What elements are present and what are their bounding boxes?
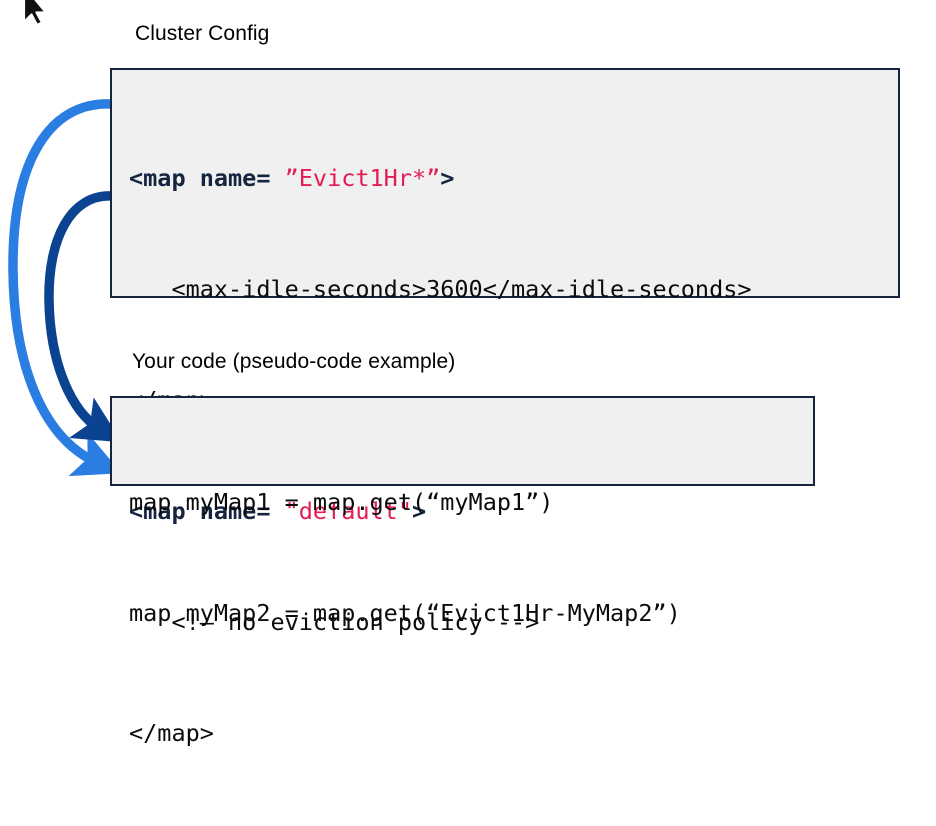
code-segment-plain: map myMap2 = map.get(“Evict1Hr-MyMap2”) (129, 599, 681, 627)
arrow-evict1hr-to-mymap2 (8, 99, 122, 477)
code-line: <max-idle-seconds>3600</max-idle-seconds… (129, 271, 898, 308)
code-segment-plain: <max-idle-seconds>3600</max-idle-seconds… (129, 275, 752, 303)
code-segment-string: ”Evict1Hr*” (284, 164, 441, 192)
your-code-code-block: map myMap1 = map.get(“myMap1”) map myMap… (110, 396, 815, 627)
code-segment-tag: > (440, 164, 455, 192)
diagram-canvas: Cluster Config <map name= ”Evict1Hr*”> <… (8, 0, 900, 747)
code-line: map myMap2 = map.get(“Evict1Hr-MyMap2”) (129, 595, 813, 632)
code-segment-plain: map myMap1 = map.get(“myMap1”) (129, 488, 554, 516)
your-code-label: Your code (pseudo-code example) (132, 350, 456, 373)
code-segment-plain: </map> (129, 719, 214, 747)
code-line: <map name= ”Evict1Hr*”> (129, 160, 898, 197)
mouse-pointer-icon (22, 0, 48, 27)
arrow-default-to-mymap1 (44, 191, 122, 443)
cluster-config-label: Cluster Config (135, 22, 270, 45)
code-line: </map> (129, 715, 898, 752)
code-line: map myMap1 = map.get(“myMap1”) (129, 484, 813, 521)
cluster-config-code-block: <map name= ”Evict1Hr*”> <max-idle-second… (110, 68, 900, 747)
code-segment-tag: <map name= (129, 164, 285, 192)
